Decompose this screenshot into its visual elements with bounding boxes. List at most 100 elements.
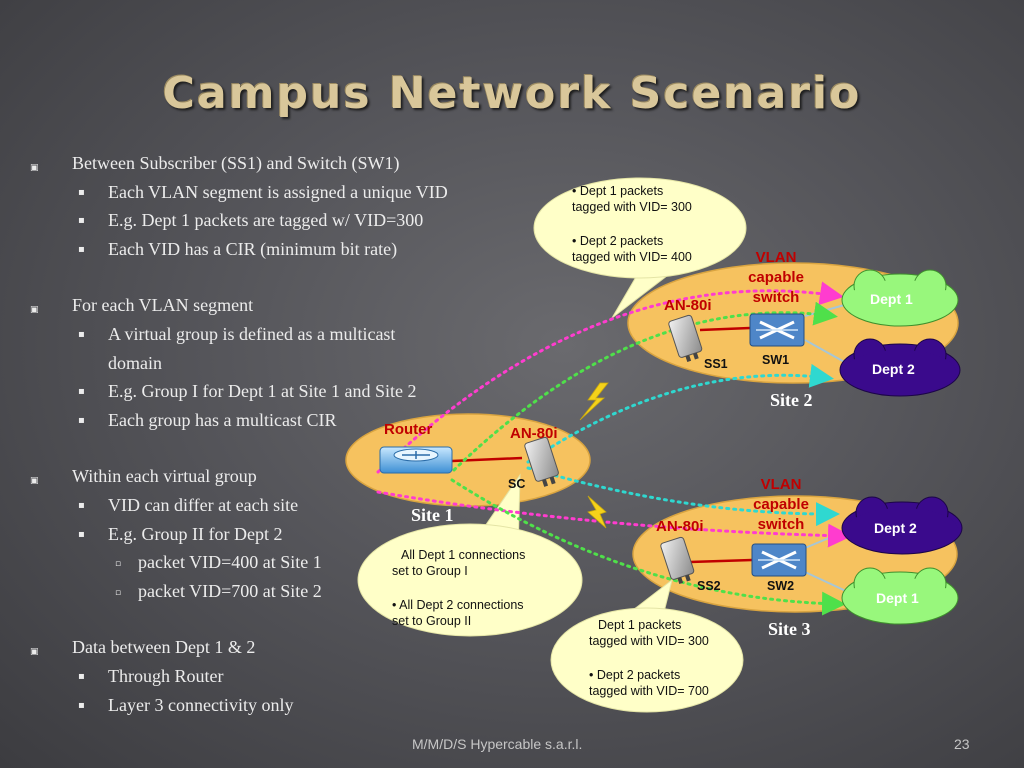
cyan-path-top — [526, 363, 834, 464]
bullet-marker-icon: ▣ — [30, 476, 39, 487]
vlan-label-line: VLAN — [755, 249, 797, 266]
callout-line: set to Group II — [392, 614, 472, 628]
link-ss1-sw1 — [699, 326, 751, 332]
bullet-text: Data between Dept 1 & 2 — [72, 637, 256, 658]
bullet-text: Layer 3 connectivity only — [108, 694, 294, 715]
callout-line: set to Group I — [392, 564, 468, 578]
bullet-marker-icon: ▪ — [78, 671, 85, 682]
callout-line: tagged with VID= 700 — [589, 684, 709, 698]
pink-path-bottom — [376, 490, 852, 548]
bullet-marker-icon: ▪ — [78, 414, 85, 426]
callout-site3-text: Dept 1 packets tagged with VID= 300 • De… — [589, 617, 709, 699]
dept-cloud-purple — [841, 496, 963, 555]
bullet-marker-icon: ▣ — [30, 647, 39, 658]
callout-line: All Dept 1 connections — [401, 548, 526, 562]
bullet-text: E.g. Group II for Dept 2 — [108, 523, 283, 544]
bullet-text: Each VLAN segment is assigned a unique V… — [108, 181, 448, 202]
bullet-text: packet VID=400 at Site 1 — [138, 552, 322, 573]
bullet-text: Through Router — [108, 666, 224, 686]
switch-icon — [749, 313, 805, 347]
callout-line: Dept 1 packets — [598, 618, 682, 632]
sw2-label: SW2 — [767, 579, 795, 593]
link-ss2-sw2 — [689, 558, 753, 564]
callout-site1-text: All Dept 1 connections set to Group I • … — [392, 547, 525, 629]
footer-text: M/M/D/S Hypercable s.a.r.l. — [412, 736, 583, 752]
callout-site1 — [357, 473, 583, 637]
bullet-text: Each group has a multicast CIR — [108, 409, 337, 430]
bullet-marker-icon: ▫ — [115, 587, 122, 598]
bullet-text: For each VLAN segment — [72, 295, 254, 316]
slide-title: Campus Network Scenario — [162, 68, 862, 119]
an80i-label: AN-80i — [510, 425, 558, 442]
bullet-text: domain — [108, 352, 162, 373]
bullet-text: VID can differ at each site — [108, 495, 299, 515]
link-sw2-dept1 — [804, 571, 849, 593]
wireless-bolt-icon — [579, 382, 609, 421]
green-path-top — [452, 301, 838, 472]
page-number: 23 — [954, 736, 970, 752]
an80i-label: AN-80i — [664, 297, 712, 314]
pink-path-top — [376, 281, 844, 474]
dept-label: Dept 1 — [870, 291, 913, 307]
callout-site3 — [550, 578, 744, 713]
bullet-text: Within each virtual group — [72, 466, 257, 487]
cyan-path-bottom — [526, 466, 840, 527]
vlan-label-line: VLAN — [760, 476, 802, 493]
dept-label: Dept 2 — [874, 520, 917, 536]
dept-cloud-purple — [839, 338, 961, 397]
bullet-text: packet VID=700 at Site 2 — [138, 580, 322, 601]
sc-label: SC — [508, 477, 526, 491]
bullet-marker-icon: ▪ — [78, 500, 85, 511]
router-icon — [379, 446, 453, 474]
ss1-label: SS1 — [704, 357, 728, 371]
switch-icon — [751, 543, 807, 577]
bullet-text: E.g. Group I for Dept 1 at Site 1 and Si… — [108, 381, 417, 402]
bullet-text: Between Subscriber (SS1) and Switch (SW1… — [72, 153, 400, 173]
callout-line: • Dept 2 packets — [589, 668, 681, 682]
bullet-marker-icon: ▪ — [78, 528, 85, 540]
callout-line: • Dept 1 packets — [572, 184, 664, 198]
bullet-marker-icon: ▪ — [78, 243, 85, 255]
an80i-label: AN-80i — [656, 518, 704, 535]
wireless-bolt-icon — [587, 495, 607, 529]
callout-top-text: • Dept 1 packets tagged with VID= 300 • … — [572, 183, 692, 265]
bullet-marker-icon: ▣ — [30, 305, 39, 316]
bullet-marker-icon: ▪ — [78, 186, 85, 198]
dept-label: Dept 2 — [872, 361, 915, 377]
callout-line: tagged with VID= 300 — [572, 200, 692, 214]
site2-label: Site 2 — [770, 390, 813, 410]
callout-line: tagged with VID= 400 — [572, 250, 692, 264]
bullet-marker-icon: ▪ — [78, 699, 85, 711]
vlan-label-line: capable — [748, 269, 804, 286]
router-label: Router — [384, 421, 433, 438]
callout-line: tagged with VID= 300 — [589, 634, 709, 648]
bullet-marker-icon: ▣ — [30, 163, 39, 173]
vlan-label-line: switch — [752, 289, 800, 306]
bullet-text: Each VID has a CIR (minimum bit rate) — [108, 238, 398, 259]
bullet-text: A virtual group is defined as a multicas… — [108, 324, 396, 344]
dept-cloud-green — [841, 567, 959, 625]
bullet-marker-icon: ▫ — [115, 559, 122, 570]
bullet-marker-icon: ▪ — [78, 386, 85, 398]
callout-top — [533, 177, 747, 319]
vlan-switch-label: VLAN capable switch — [745, 475, 817, 535]
bullet-text: E.g. Dept 1 packets are tagged w/ VID=30… — [108, 210, 424, 231]
sw1-label: SW1 — [762, 353, 790, 367]
green-path-bottom — [450, 478, 846, 616]
bullet-marker-icon: ▪ — [78, 329, 85, 340]
ss2-label: SS2 — [697, 579, 721, 593]
an80i-device-icon — [524, 436, 559, 487]
vlan-switch-label: VLAN capable switch — [740, 248, 812, 308]
dept-label: Dept 1 — [876, 590, 919, 606]
site1-label: Site 1 — [411, 505, 454, 525]
an80i-device-icon — [668, 314, 703, 362]
dept-cloud-green — [841, 269, 959, 327]
site3-label: Site 3 — [768, 619, 811, 639]
link-sw1-dept2 — [804, 339, 849, 365]
vlan-label-line: capable — [753, 496, 809, 513]
callout-line: • All Dept 2 connections — [392, 598, 524, 612]
callout-line: • Dept 2 packets — [572, 234, 664, 248]
an80i-device-icon — [660, 536, 695, 584]
